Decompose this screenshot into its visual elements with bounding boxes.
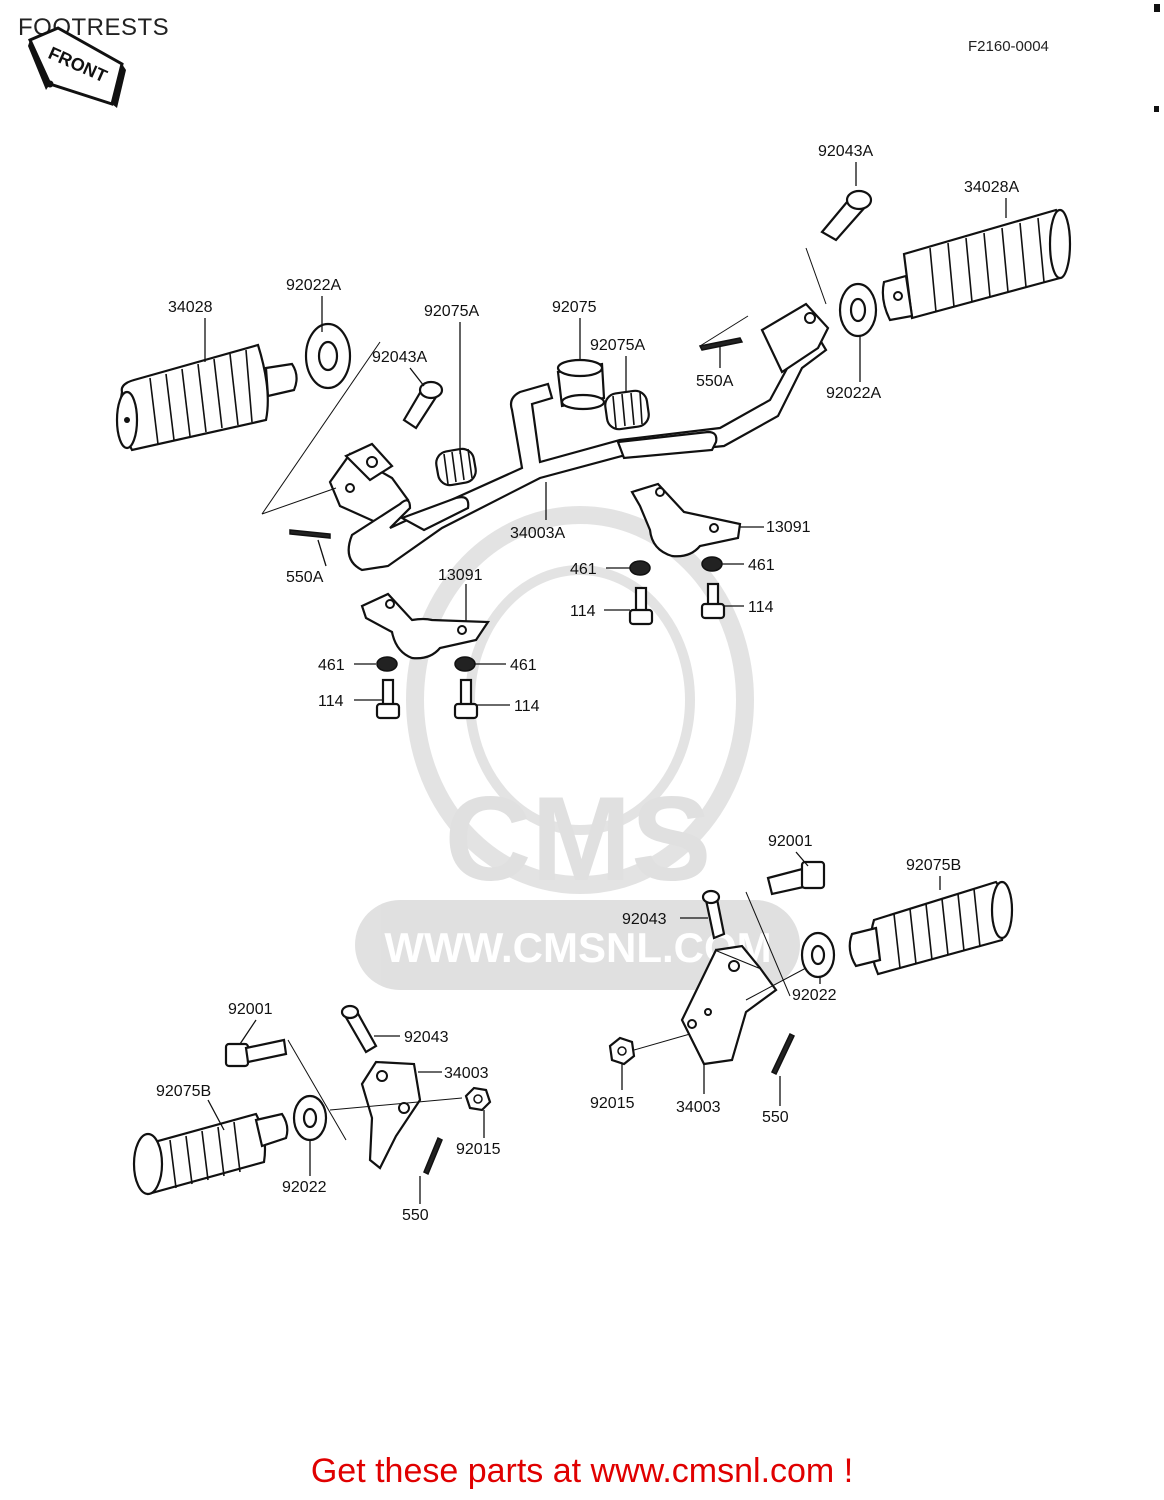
assembly-lines-lower-left: [287, 1039, 463, 1141]
footpeg-rubber-34028: [115, 343, 298, 452]
label-92075: 92075: [552, 299, 597, 316]
part-labels: 34028 92022A 92043A 92075A 92075 92075A …: [156, 143, 1019, 1224]
footrest-bracket-left: [328, 442, 410, 526]
bolt-114-ll: [375, 678, 401, 720]
label-92015-right: 92015: [590, 1095, 635, 1112]
label-13091-left: 13091: [438, 567, 483, 584]
label-92075B-left: 92075B: [156, 1083, 211, 1100]
bush-92075A-right: [604, 389, 650, 431]
nut-92015-left: [464, 1086, 492, 1112]
label-92043-right: 92043: [622, 911, 667, 928]
watermark-logo: CMS WWW.CMSNL.COM: [355, 506, 800, 990]
label-92022A-left: 92022A: [286, 277, 341, 294]
clamp-13091-right: [630, 482, 742, 558]
label-92022A-right: 92022A: [826, 385, 881, 402]
label-92043A-left: 92043A: [372, 349, 427, 366]
assembly-lines-lower-right: [633, 891, 807, 1051]
label-92001-left: 92001: [228, 1001, 273, 1018]
label-461-rl: 461: [570, 561, 597, 578]
label-92022-left: 92022: [282, 1179, 327, 1196]
front-arrow-badge: FRONT: [28, 26, 126, 108]
label-461-ll: 461: [318, 657, 345, 674]
footpeg-rubber-34028A: [881, 208, 1072, 322]
bolt-92001-left: [224, 1038, 288, 1068]
cotter-pin-550-left: [423, 1136, 443, 1176]
washer-92022A-left: [304, 322, 352, 390]
bolt-114-lr: [453, 678, 479, 720]
leader-lines: [204, 162, 1007, 1204]
label-114-ll: 114: [318, 693, 344, 710]
lock-washer-461-rr: [701, 556, 723, 572]
bolt-114-rl: [628, 586, 654, 626]
label-92043A-right: 92043A: [818, 143, 873, 160]
cotter-pin-550-right: [771, 1032, 795, 1076]
assembly-lines-upper: [261, 247, 827, 515]
bush-92075A-left: [435, 447, 477, 487]
washer-92022-left: [292, 1094, 328, 1142]
label-92022-right: 92022: [792, 987, 837, 1004]
label-92075A-left: 92075A: [424, 303, 479, 320]
washer-92022A-right: [838, 282, 878, 338]
bolt-114-rr: [700, 582, 726, 620]
lock-washer-461-lr: [454, 656, 476, 672]
diagram-code: F2160-0004: [968, 38, 1049, 55]
pin-92043-right: [701, 889, 726, 940]
lock-washer-461-rl: [629, 560, 651, 576]
label-550A-left: 550A: [286, 569, 324, 586]
label-92043-left: 92043: [404, 1029, 449, 1046]
washer-92022-right: [800, 931, 836, 979]
label-34003-right: 34003: [676, 1099, 721, 1116]
label-550-right: 550: [762, 1109, 789, 1126]
label-34028: 34028: [168, 299, 213, 316]
cotter-pin-550A-left: [289, 529, 331, 539]
label-92015-left: 92015: [456, 1141, 501, 1158]
label-461-lr: 461: [510, 657, 537, 674]
pin-92043A-left: [402, 380, 444, 430]
corner-mark-side: [1154, 106, 1159, 112]
pin-92043A-right: [820, 189, 873, 242]
bracket-34003-left: [360, 1060, 422, 1170]
watermark-site: WWW.CMSNL.COM: [384, 924, 771, 971]
bolt-92001-right: [766, 860, 826, 896]
corner-mark-top: [1154, 4, 1160, 12]
promo-link[interactable]: Get these parts at www.cmsnl.com !: [310, 1452, 854, 1490]
bush-92075: [556, 358, 606, 411]
label-114-rr: 114: [748, 599, 774, 616]
pin-92043-left: [340, 1004, 378, 1054]
label-92075B-right: 92075B: [906, 857, 961, 874]
footrest-frame-34003A: [347, 302, 830, 572]
footpeg-rubber-92075B-right: [848, 880, 1014, 976]
clamp-13091-left: [360, 592, 491, 660]
footpeg-rubber-92075B-left: [132, 1112, 289, 1196]
label-550A-right: 550A: [696, 373, 734, 390]
watermark-brand: CMS: [445, 772, 712, 906]
label-13091-right: 13091: [766, 519, 811, 536]
label-92001-right: 92001: [768, 833, 813, 850]
label-550-left: 550: [402, 1207, 429, 1224]
bracket-34003-right: [680, 944, 778, 1066]
nut-92015-right: [608, 1036, 636, 1066]
label-114-rl: 114: [570, 603, 596, 620]
lock-washer-461-ll: [376, 656, 398, 672]
label-92075A-right: 92075A: [590, 337, 645, 354]
label-34003-left: 34003: [444, 1065, 489, 1082]
label-461-rr: 461: [748, 557, 775, 574]
label-34028A: 34028A: [964, 179, 1019, 196]
label-34003A: 34003A: [510, 525, 565, 542]
cotter-pin-550A-right: [698, 337, 744, 351]
label-114-lr: 114: [514, 698, 540, 715]
